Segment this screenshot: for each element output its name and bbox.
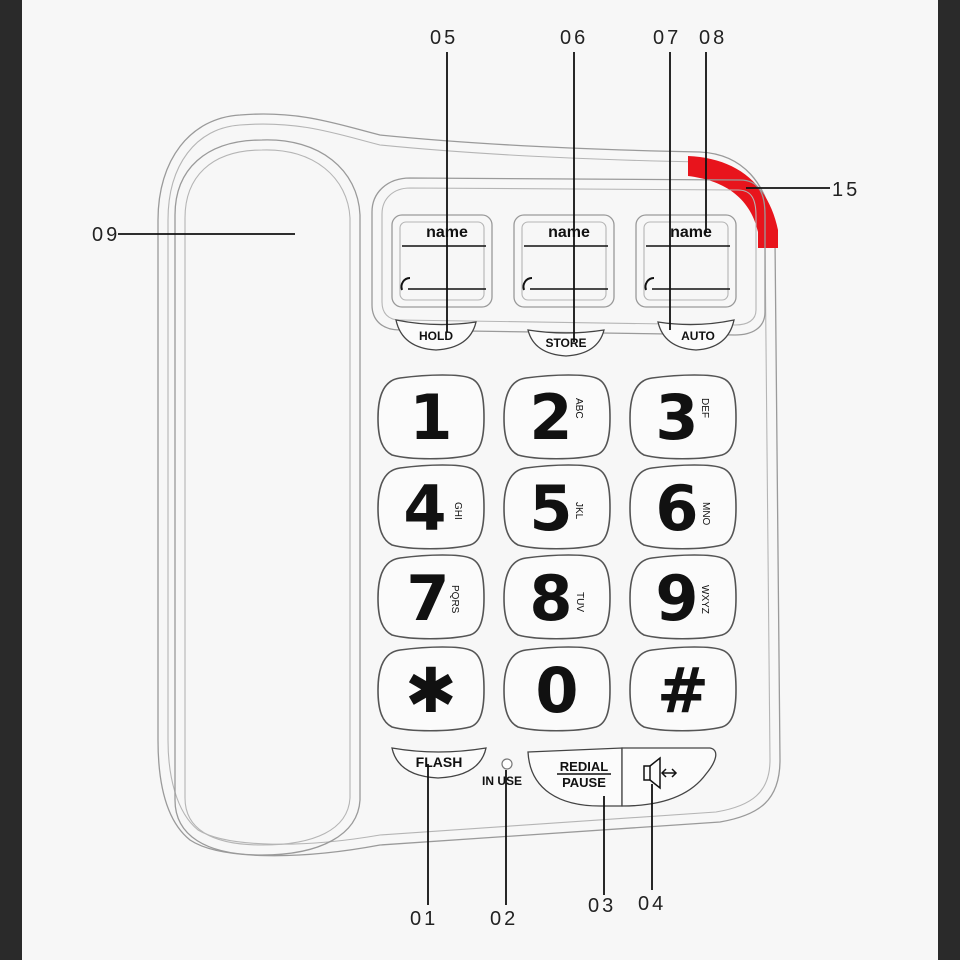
redial-pause-button[interactable]: REDIAL PAUSE bbox=[527, 747, 623, 807]
key-star[interactable]: ✱ bbox=[377, 646, 485, 732]
key-6[interactable]: 6 MNO bbox=[629, 464, 737, 550]
callout-08: 08 bbox=[699, 27, 727, 49]
left-border bbox=[0, 0, 22, 960]
key-3[interactable]: 3 DEF bbox=[629, 374, 737, 460]
key-letters: DEF bbox=[699, 398, 710, 418]
key-letters: PQRS bbox=[449, 585, 460, 614]
key-number: 1 bbox=[409, 381, 452, 454]
key-letters: WXYZ bbox=[699, 585, 710, 614]
redial-label: REDIAL bbox=[560, 759, 608, 774]
key-0[interactable]: 0 bbox=[503, 646, 611, 732]
key-letters: TUV bbox=[574, 592, 585, 612]
memory-slot-2[interactable]: name bbox=[513, 214, 615, 308]
key-number: # bbox=[657, 654, 709, 727]
callout-15: 15 bbox=[832, 179, 860, 201]
key-letters: ABC bbox=[573, 398, 584, 419]
handset[interactable] bbox=[174, 139, 361, 856]
key-letters: GHI bbox=[452, 502, 463, 520]
callout-01: 01 bbox=[410, 908, 438, 930]
memory-slot-3[interactable]: name bbox=[635, 214, 737, 308]
callout-labels: 09 05 06 07 08 15 01 02 03 04 bbox=[92, 27, 860, 930]
callout-07: 07 bbox=[653, 27, 681, 49]
pause-label: PAUSE bbox=[562, 775, 606, 790]
in-use-label: IN USE bbox=[482, 774, 522, 788]
ringer-indicator-light bbox=[688, 156, 778, 248]
store-button[interactable]: STORE bbox=[527, 329, 605, 357]
hold-button-label: HOLD bbox=[419, 329, 453, 343]
callout-03: 03 bbox=[588, 895, 616, 917]
key-number: 4 bbox=[403, 472, 446, 545]
phone-receiver-icon bbox=[400, 277, 411, 291]
in-use-indicator: IN USE bbox=[482, 758, 522, 788]
key-number: 3 bbox=[655, 381, 698, 454]
in-use-led bbox=[501, 758, 513, 770]
key-number: 5 bbox=[529, 472, 572, 545]
phone-receiver-icon bbox=[644, 277, 655, 291]
key-9[interactable]: 9 WXYZ bbox=[629, 554, 737, 640]
key-7[interactable]: 7 PQRS bbox=[377, 554, 485, 640]
key-letters: MNO bbox=[700, 502, 711, 526]
key-number: 8 bbox=[529, 562, 572, 635]
memory-slot-1[interactable]: name bbox=[391, 214, 493, 308]
keypad: 1 2 ABC 3 DEF 4 GHI 5 JKL 6 MNO bbox=[377, 374, 737, 732]
key-4[interactable]: 4 GHI bbox=[377, 464, 485, 550]
callout-02: 02 bbox=[490, 908, 518, 930]
callout-06: 06 bbox=[560, 27, 588, 49]
auto-button[interactable]: AUTO bbox=[657, 319, 735, 351]
speakerphone-button[interactable] bbox=[621, 747, 717, 807]
auto-button-label: AUTO bbox=[681, 329, 715, 343]
key-2[interactable]: 2 ABC bbox=[503, 374, 611, 460]
key-number: 0 bbox=[535, 654, 578, 727]
key-8[interactable]: 8 TUV bbox=[503, 554, 611, 640]
flash-button-label: FLASH bbox=[416, 754, 463, 770]
key-5[interactable]: 5 JKL bbox=[503, 464, 611, 550]
key-hash[interactable]: # bbox=[629, 646, 737, 732]
speaker-icon bbox=[643, 756, 678, 790]
key-number: 7 bbox=[406, 562, 449, 635]
key-number: ✱ bbox=[405, 654, 457, 727]
callout-05: 05 bbox=[430, 27, 458, 49]
key-number: 6 bbox=[655, 472, 698, 545]
callout-leaders bbox=[118, 52, 830, 905]
right-border bbox=[938, 0, 960, 960]
phone-receiver-icon bbox=[522, 277, 533, 291]
memory-panel bbox=[371, 177, 766, 336]
memory-slot-name: name bbox=[548, 224, 590, 241]
store-button-label: STORE bbox=[545, 336, 586, 350]
key-letters: JKL bbox=[573, 502, 584, 520]
hold-button[interactable]: HOLD bbox=[395, 319, 477, 351]
callout-04: 04 bbox=[638, 893, 666, 915]
key-number: 9 bbox=[655, 562, 698, 635]
key-1[interactable]: 1 bbox=[377, 374, 485, 460]
memory-slot-name: name bbox=[670, 224, 712, 241]
phone-body bbox=[157, 113, 781, 857]
key-number: 2 bbox=[529, 381, 572, 454]
callout-09: 09 bbox=[92, 224, 120, 246]
